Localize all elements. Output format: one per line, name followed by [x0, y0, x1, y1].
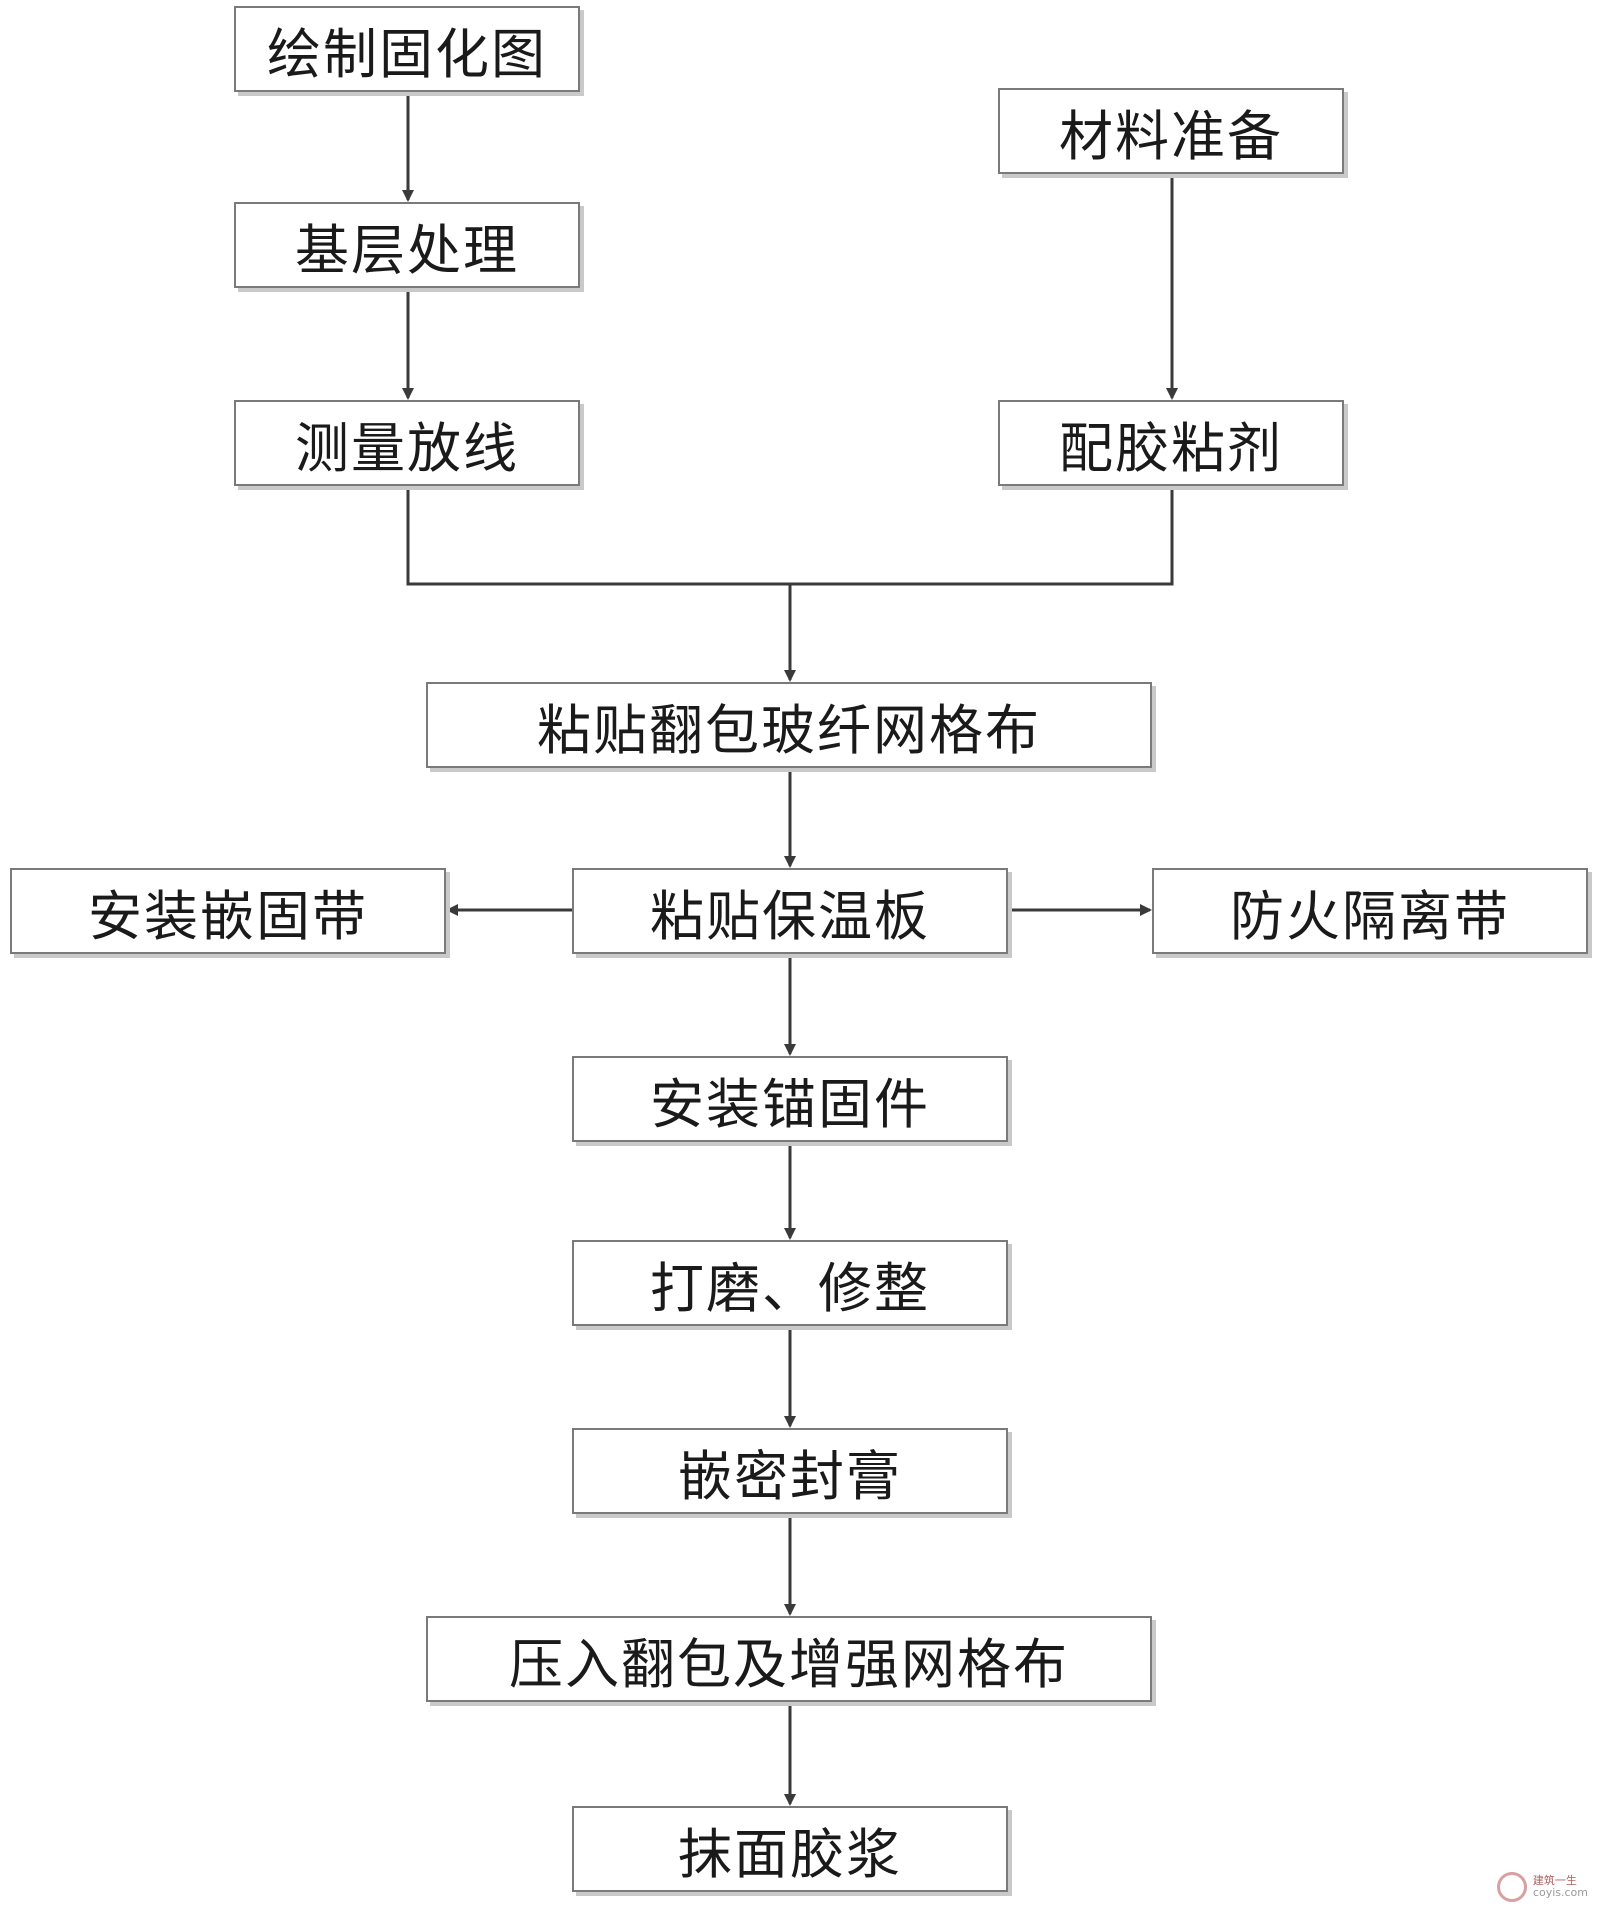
watermark-cn: 建筑一生 — [1532, 1873, 1577, 1887]
watermark-en: coyis.com — [1532, 1886, 1588, 1899]
node-paste-insulation-board: 粘贴保温板 — [572, 868, 1008, 954]
node-fire-isolation-strip: 防火隔离带 — [1152, 868, 1588, 954]
node-survey-layout: 测量放线 — [234, 400, 580, 486]
watermark-text: 建筑一生 coyis.com — [1532, 1873, 1588, 1899]
node-install-embedded-strip: 安装嵌固带 — [10, 868, 446, 954]
watermark-logo-icon — [1496, 1872, 1527, 1902]
node-press-mesh: 压入翻包及增强网格布 — [426, 1616, 1152, 1702]
node-paste-fiberglass-mesh: 粘贴翻包玻纤网格布 — [426, 682, 1152, 768]
node-apply-mortar: 抹面胶浆 — [572, 1806, 1008, 1892]
node-polish-trim: 打磨、修整 — [572, 1240, 1008, 1326]
node-mix-adhesive: 配胶粘剂 — [998, 400, 1344, 486]
watermark: 建筑一生 coyis.com — [1496, 1872, 1588, 1902]
node-material-prep: 材料准备 — [998, 88, 1344, 174]
node-draw-drawing: 绘制固化图 — [234, 6, 580, 92]
node-install-anchors: 安装锚固件 — [572, 1056, 1008, 1142]
node-seal-paste: 嵌密封膏 — [572, 1428, 1008, 1514]
node-base-treatment: 基层处理 — [234, 202, 580, 288]
edge-survey-merge — [406, 488, 1174, 586]
